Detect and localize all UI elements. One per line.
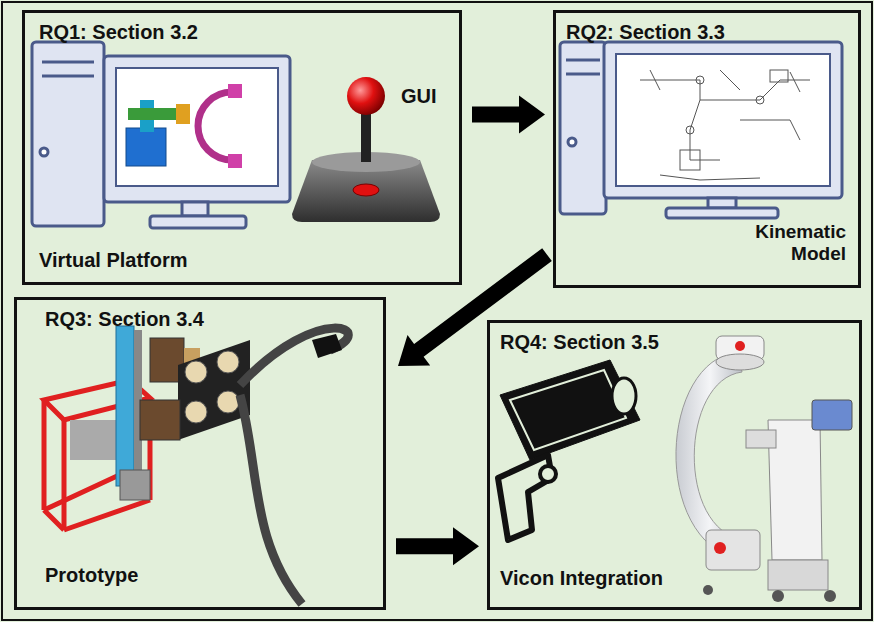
- virtual-robot: [126, 84, 242, 168]
- flow-arrow: [396, 527, 479, 565]
- flow-arrow: [398, 248, 552, 366]
- prototype-robot: [44, 326, 348, 604]
- camera-icon: [498, 360, 640, 540]
- flow-arrow: [472, 96, 545, 134]
- panel-label: Prototype: [45, 564, 138, 587]
- joystick-icon: [292, 77, 440, 222]
- section-heading: RQ1: Section 3.2: [39, 21, 198, 44]
- section-heading: RQ4: Section 3.5: [500, 331, 659, 354]
- computer-icon: [560, 42, 842, 218]
- panel-label: GUI: [401, 85, 437, 108]
- c-arm-icon: [676, 336, 852, 602]
- kinematic-schematic: [640, 70, 810, 180]
- computer-icon: [32, 42, 290, 228]
- panel-label: Kinematic Model: [736, 221, 846, 265]
- panel-label: Vicon Integration: [500, 567, 663, 590]
- section-heading: RQ3: Section 3.4: [45, 308, 204, 331]
- panel-label: Virtual Platform: [39, 249, 188, 272]
- section-heading: RQ2: Section 3.3: [566, 21, 725, 44]
